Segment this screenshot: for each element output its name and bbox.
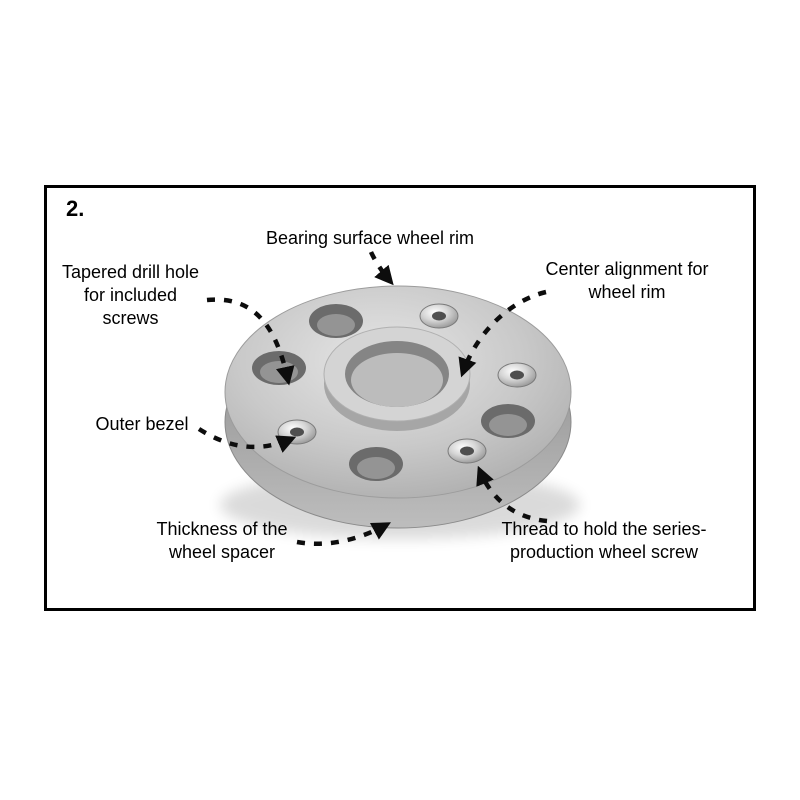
label-center-alignment: Center alignment for wheel rim xyxy=(545,259,709,303)
label-tapered-drill-hole: Tapered drill hole for included screws xyxy=(61,262,200,329)
label-thickness: Thickness of the wheel spacer xyxy=(156,519,288,563)
label-bearing-surface: Bearing surface wheel rim xyxy=(265,228,475,248)
label-outer-bezel: Outer bezel xyxy=(95,414,189,434)
label-thread: Thread to hold the series- production wh… xyxy=(501,519,707,563)
step-number: 2. xyxy=(66,196,85,221)
